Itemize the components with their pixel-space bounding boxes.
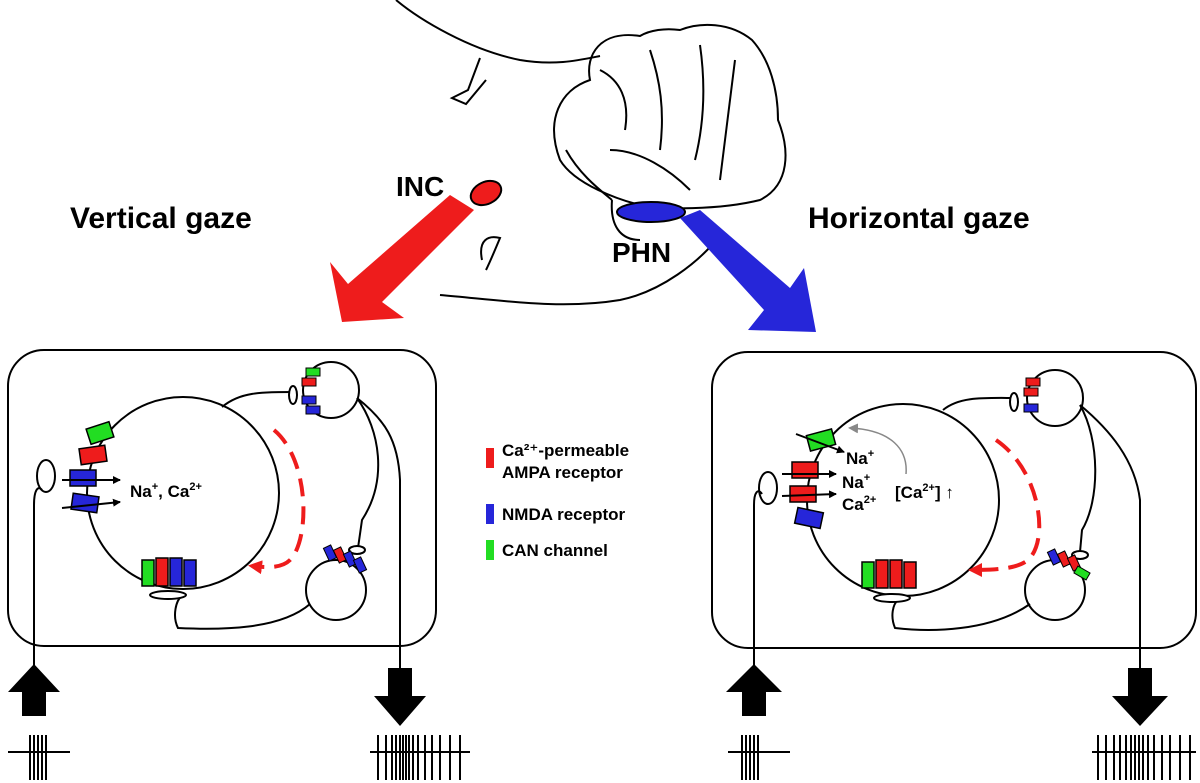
can-channel [141, 559, 155, 587]
integrator-neuron [86, 396, 280, 590]
input-axon-cap [33, 487, 43, 506]
phn-label: PHN [612, 237, 671, 268]
calcium-feedback-arrow [848, 423, 907, 475]
input-axon-cap [753, 490, 763, 506]
ion-label-na: Na+ [842, 472, 870, 492]
can-channel [305, 367, 321, 377]
can-channel [85, 420, 115, 446]
vertical-gaze-panel: Na+, Ca2+ [7, 349, 470, 780]
synapse-terminal [1009, 392, 1019, 412]
legend-swatch-ampa [486, 448, 494, 468]
input-terminal [36, 459, 56, 493]
ampa-receptor [1023, 387, 1039, 397]
output-arrow [374, 668, 426, 726]
horizontal-gaze-panel: Na+ Na+ Ca2+ [Ca2+] ↑ [711, 351, 1197, 780]
input-spike-train [8, 735, 70, 780]
axon-bottom-loop [174, 595, 311, 630]
nmda-receptor [301, 395, 317, 405]
input-arrow [8, 664, 60, 716]
nmda-receptor [305, 405, 321, 415]
ampa-receptor [155, 557, 169, 587]
ampa-receptor [889, 559, 903, 589]
recurrent-loop-arrow [248, 428, 306, 575]
ampa-receptor [78, 444, 108, 466]
legend: Ca²⁺-permeable AMPA receptor NMDA recept… [486, 441, 629, 560]
axon-bottom-loop [891, 599, 1031, 631]
legend-swatch-nmda [486, 504, 494, 524]
phn-nucleus [616, 201, 686, 223]
nmda-receptor [70, 492, 100, 514]
axon-side [356, 397, 380, 549]
ampa-receptor [903, 561, 917, 589]
axon-to-top [221, 391, 297, 408]
horizontal-projection-arrow [680, 210, 816, 332]
ampa-receptor [1056, 550, 1072, 568]
legend-label-nmda: NMDA receptor [502, 505, 625, 524]
output-arrow [1112, 668, 1168, 726]
recurrent-loop-arrow [968, 438, 1042, 577]
can-channel [861, 561, 875, 589]
nmda-receptor [352, 556, 368, 574]
axon-to-top [942, 396, 1019, 411]
legend-label-ampa-2: AMPA receptor [502, 463, 623, 482]
neuron-bottom-right [305, 559, 367, 621]
input-terminal [758, 471, 778, 505]
nmda-receptor [169, 557, 183, 587]
axon-side [1079, 404, 1097, 553]
vertical-projection-arrow [330, 195, 474, 322]
output-spike-train [370, 735, 470, 780]
ion-label-na-top: Na+ [846, 448, 874, 468]
legend-swatch-can [486, 540, 494, 560]
synapse-terminal [348, 545, 366, 555]
synapse-terminal [288, 385, 298, 405]
nmda-receptor [793, 506, 825, 530]
nmda-receptor [69, 469, 97, 487]
ampa-receptor [791, 461, 819, 479]
panel-frame [7, 349, 437, 647]
inc-nucleus [469, 179, 503, 207]
ampa-receptor [1025, 377, 1041, 387]
nmda-receptor [342, 550, 358, 568]
brain-outline [395, 0, 787, 306]
inc-label: INC [396, 171, 444, 202]
nmda-receptor [1023, 403, 1039, 413]
input-arrow [726, 664, 782, 716]
ion-label: Na+, Ca2+ [130, 481, 202, 501]
neuron-top-right [1026, 369, 1084, 427]
synapse-terminal [149, 590, 187, 600]
horizontal-gaze-title: Horizontal gaze [808, 202, 1030, 235]
vertical-gaze-title: Vertical gaze [70, 202, 252, 235]
axon-down-long [1079, 404, 1141, 676]
axon-down-long [356, 397, 401, 676]
input-spike-train [728, 735, 790, 780]
ampa-receptor [332, 546, 348, 564]
legend-label-ampa: Ca²⁺-permeable [502, 441, 629, 460]
output-spike-train [1092, 735, 1196, 780]
panel-frame [711, 351, 1197, 649]
legend-label-can: CAN channel [502, 541, 608, 560]
can-channel [1073, 565, 1091, 581]
ampa-receptor [875, 559, 889, 589]
ion-label-ca: Ca2+ [842, 494, 876, 514]
calcium-rise-label: [Ca2+] ↑ [895, 482, 954, 502]
nmda-receptor [183, 559, 197, 587]
ampa-receptor [301, 377, 317, 387]
synapse-terminal [873, 593, 911, 603]
